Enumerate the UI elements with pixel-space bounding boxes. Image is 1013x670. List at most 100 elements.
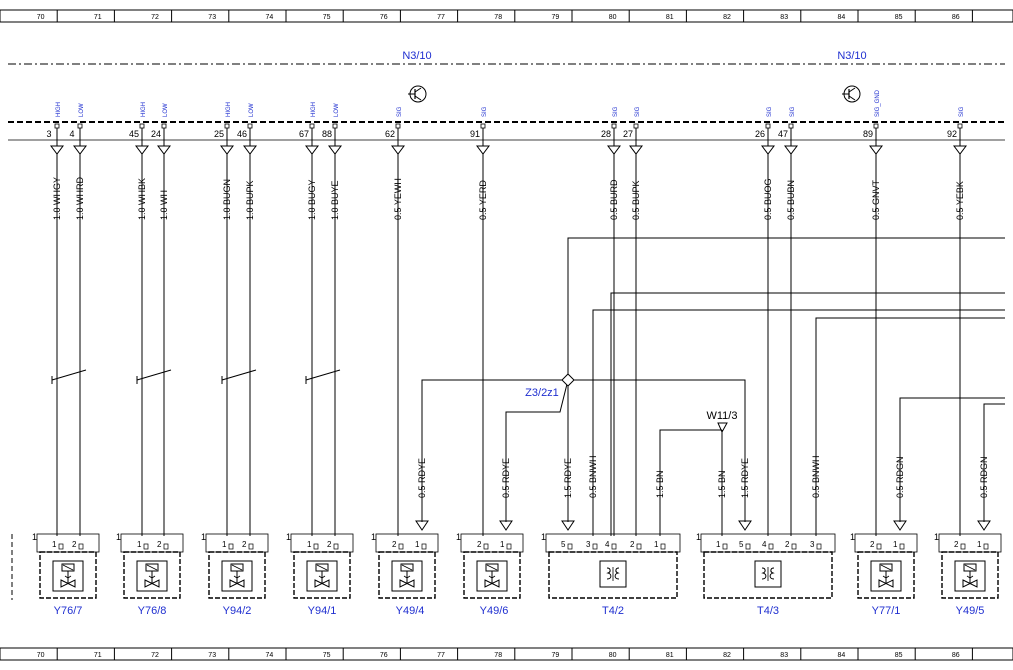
component-pin-number: 2 [630, 540, 635, 549]
ruler-number: 82 [723, 14, 731, 21]
pin-tag: LOW [334, 103, 340, 117]
pin-number: 26 [755, 129, 765, 139]
component-pin-number: 3 [586, 540, 591, 549]
component-pin-number: 1 [654, 540, 659, 549]
component-pin-number: 5 [561, 540, 566, 549]
wire-label: 1.0 WHRD [75, 176, 85, 220]
pin-number: 88 [322, 129, 332, 139]
component-pin-number: 1 [307, 540, 312, 549]
ruler-number: 86 [952, 14, 960, 21]
wire-label: 1.0 WHGY [52, 177, 62, 220]
ruler-number: 72 [151, 14, 159, 21]
component-label: T4/2 [602, 605, 624, 617]
wire-label: 0.5 YEBK [955, 181, 965, 220]
pin-tag: SIG [613, 106, 619, 117]
pin-number: 28 [601, 129, 611, 139]
pin-number: 89 [863, 129, 873, 139]
ruler-number: 84 [838, 14, 846, 21]
transformer-icon [754, 560, 782, 588]
pin-number: 62 [385, 129, 395, 139]
component-corner: 1 [201, 532, 206, 542]
component-pin-number: 1 [977, 540, 982, 549]
svg-text:0.5 RDGN: 0.5 RDGN [979, 456, 989, 498]
wire-label: 1.0 BUGN [222, 179, 232, 220]
ruler-number: 80 [609, 652, 617, 659]
pin-number: 46 [237, 129, 247, 139]
component-corner: 1 [696, 532, 701, 542]
wire-label: 0.5 BURD [609, 179, 619, 220]
ecu-label-left: N3/10 [402, 50, 431, 62]
pin-tag: SIG [397, 106, 403, 117]
svg-text:1.5 BN: 1.5 BN [717, 470, 727, 498]
pin-number: 25 [214, 129, 224, 139]
ruler-number: 77 [437, 14, 445, 21]
ruler-number: 83 [780, 652, 788, 659]
pin-tag: SIG [482, 106, 488, 117]
component-label: Y49/6 [480, 605, 509, 617]
ruler-number: 78 [494, 14, 502, 21]
ruler-number: 83 [780, 14, 788, 21]
solenoid-valve-icon [52, 560, 84, 592]
pin-tag: SIG [959, 106, 965, 117]
pin-tag: HIGH [311, 102, 317, 117]
ruler-number: 71 [94, 652, 102, 659]
wire-label: 1.0 BUGY [307, 179, 317, 220]
pin-tag: SIG_GND [875, 89, 881, 117]
component-pin-number: 1 [893, 540, 898, 549]
component-label: Y76/8 [138, 605, 167, 617]
component-label: T4/3 [757, 605, 779, 617]
splice-w11: W11/3 [707, 410, 737, 434]
ruler-number: 78 [494, 652, 502, 659]
ruler-number: 76 [380, 14, 388, 21]
ecu-label-right: N3/10 [837, 50, 866, 62]
pin-tag: SIG [767, 106, 773, 117]
ruler-number: 75 [323, 14, 331, 21]
component-pin-number: 1 [500, 540, 505, 549]
component-pin-number: 2 [954, 540, 959, 549]
pin-tag: SIG [790, 106, 796, 117]
pin-number: 45 [129, 129, 139, 139]
svg-text:0.5 BNWH: 0.5 BNWH [811, 455, 821, 498]
ground-markers [415, 520, 991, 531]
ecu-pin: SIG 28 0.5 BURD [601, 106, 621, 536]
pin-number: 3 [46, 129, 51, 139]
ruler-number: 70 [37, 652, 45, 659]
component-label: Y49/4 [396, 605, 425, 617]
component-pin-number: 5 [739, 540, 744, 549]
component-pin-number: 2 [392, 540, 397, 549]
ruler-number: 77 [437, 652, 445, 659]
ruler-number: 86 [952, 652, 960, 659]
svg-text:0.5 RDYE: 0.5 RDYE [501, 458, 511, 498]
pin-number: 4 [69, 129, 74, 139]
ruler-number: 82 [723, 652, 731, 659]
solenoid-valve-icon [221, 560, 253, 592]
ruler-number: 81 [666, 14, 674, 21]
component-corner: 1 [32, 532, 37, 542]
component-pin-number: 3 [810, 540, 815, 549]
lower-wire-labels: 0.5 RDYE 0.5 RDYE 1.5 RDYE 0.5 BNWH 1.5 … [417, 455, 989, 498]
transistor-icon [407, 85, 427, 103]
routed-wires [421, 237, 1005, 536]
svg-text:0.5 RDYE: 0.5 RDYE [417, 458, 427, 498]
splice-z3: Z3/2z1 [525, 373, 575, 399]
component-pin-number: 1 [716, 540, 721, 549]
ecu-pin: HIGH 3 1.0 WHGY [46, 102, 64, 536]
component-corner: 1 [371, 532, 376, 542]
pin-tag: HIGH [56, 102, 62, 117]
ruler-number: 84 [838, 652, 846, 659]
component-corner: 1 [934, 532, 939, 542]
pin-tag: LOW [249, 103, 255, 117]
twisted-pair-markers [51, 369, 341, 384]
